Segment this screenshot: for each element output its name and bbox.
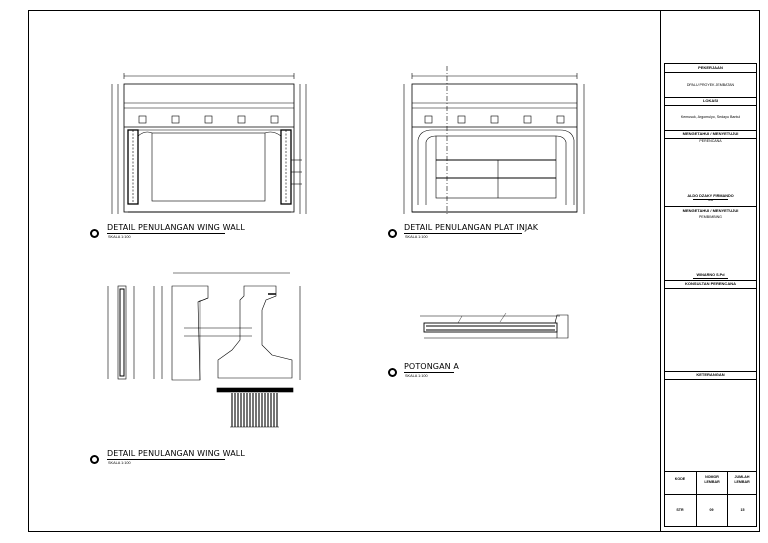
keterangan-label: KETERANGAN — [696, 372, 725, 377]
plat-injak-title: DETAIL PENULANGAN PLAT INJAK — [404, 223, 539, 232]
section-marker-icon — [90, 455, 99, 464]
title-block: PEKERJAAN DPALU PROYEK JEMBATAN LOKASI K… — [660, 10, 760, 532]
wing-wall-section — [107, 272, 301, 428]
title-underline — [107, 233, 225, 234]
perencana-role: PERENCANA — [699, 139, 722, 143]
section-marker-icon — [388, 368, 397, 377]
wing-wall-elevation — [111, 73, 307, 214]
lokasi-label: LOKASI — [702, 98, 719, 103]
section-marker-icon — [90, 229, 99, 238]
lokasi-value: Kemusuk, Argomulyo, Sedayu Bantul — [680, 115, 741, 119]
wing-wall-title: DETAIL PENULANGAN WING WALL — [107, 223, 245, 232]
wing-wall-scale: SKALA 1:100 — [108, 235, 131, 239]
nomor-lembar-label: NOMOR LEMBAR — [704, 475, 720, 484]
pekerjaan-label: PEKERJAAN — [698, 65, 723, 70]
plat-injak-scale: SKALA 1:100 — [405, 235, 428, 239]
plat-injak-elevation — [403, 66, 585, 216]
kode-value: STR — [676, 508, 684, 512]
mengetahui-label: MENGETAHUI / MENYETUJUI — [682, 208, 739, 213]
section-marker-icon — [388, 229, 397, 238]
wing-wall-section-scale: SKALA 1:100 — [108, 461, 131, 465]
potongan-a-section — [420, 312, 569, 339]
drawing-sheet-border — [28, 10, 760, 532]
pekerjaan-value: DPALU PROYEK JEMBATAN — [686, 83, 735, 87]
potongan-a-title: POTONGAN A — [404, 362, 459, 371]
title-underline — [107, 459, 225, 460]
jumlah-lembar-label: JUMLAH LEMBAR — [734, 475, 750, 484]
title-block-frame — [664, 63, 757, 527]
wing-wall-section-title: DETAIL PENULANGAN WING WALL — [107, 449, 245, 458]
nomor-lembar-value: 09 — [709, 508, 714, 512]
title-underline — [404, 233, 522, 234]
mengetahui-label: MENGETAHUI / MENYETUJUI — [682, 131, 739, 136]
konsultan-label: KONSULTAN PERENCANA — [685, 281, 736, 286]
signer-name: WINARNO S.Pd — [696, 273, 725, 277]
kode-label: KODE — [674, 477, 686, 481]
title-underline — [404, 372, 454, 373]
signer-name: ALDO DZAKY FIRMANDO — [687, 194, 734, 198]
pembimbing-role: PEMBIMBING — [699, 215, 722, 219]
potongan-a-scale: SKALA 1:100 — [405, 374, 428, 378]
signer-nim: NIM — [707, 198, 714, 202]
jumlah-lembar-value: 15 — [740, 508, 745, 512]
